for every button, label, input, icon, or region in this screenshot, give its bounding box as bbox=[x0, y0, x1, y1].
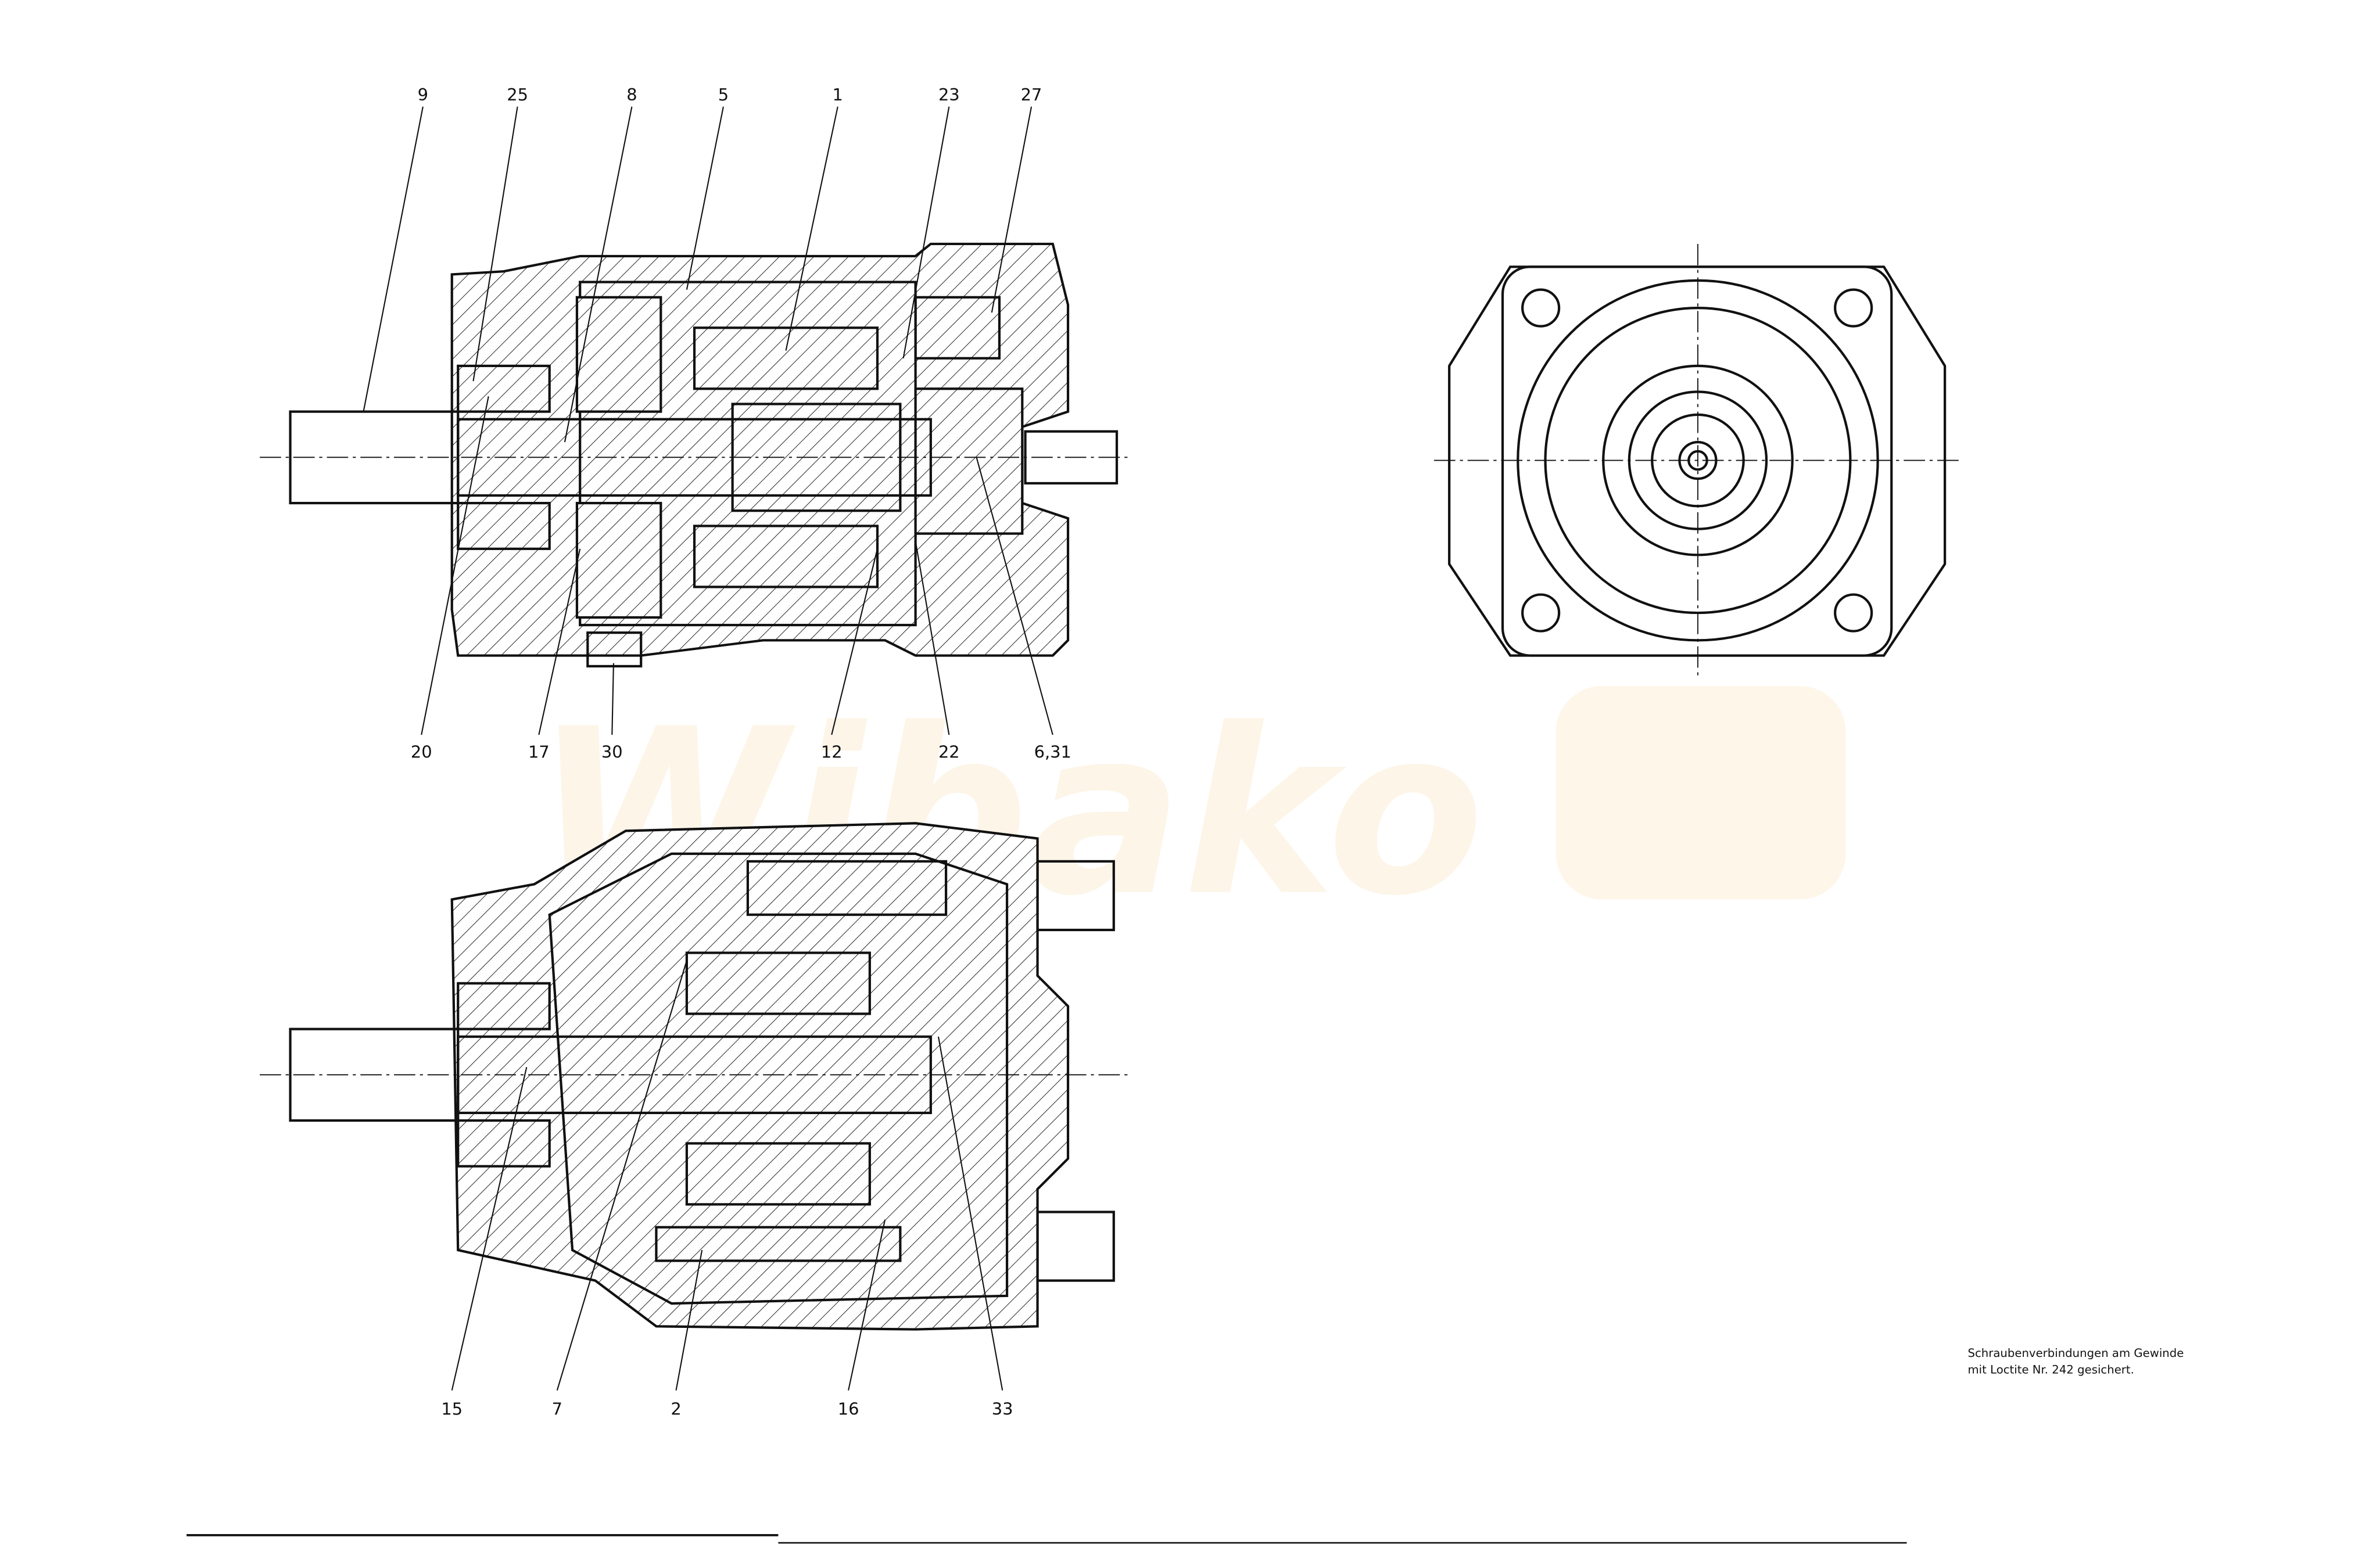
callout-30: 30 bbox=[601, 742, 623, 762]
callout-5: 5 bbox=[718, 85, 729, 105]
callout-9: 9 bbox=[418, 85, 428, 105]
callout-16: 16 bbox=[838, 1399, 859, 1419]
callout-12: 12 bbox=[821, 742, 843, 762]
front-view bbox=[1433, 243, 1960, 678]
callout-20: 20 bbox=[411, 742, 432, 762]
callout-33: 33 bbox=[992, 1399, 1013, 1419]
callout-1: 1 bbox=[833, 85, 843, 105]
bottom-section-view bbox=[260, 822, 1130, 1331]
callout-15: 15 bbox=[441, 1399, 463, 1419]
top-section-view bbox=[260, 242, 1130, 668]
note-line-2: mit Loctite Nr. 242 gesichert. bbox=[1968, 1363, 2134, 1377]
callout-6-31: 6,31 bbox=[1034, 742, 1071, 762]
bottom-view-callouts bbox=[451, 960, 1003, 1391]
callout-27: 27 bbox=[1021, 85, 1042, 105]
callout-22: 22 bbox=[938, 742, 960, 762]
callout-17: 17 bbox=[528, 742, 550, 762]
top-view-callouts bbox=[363, 106, 1053, 735]
callout-8: 8 bbox=[626, 85, 637, 105]
note-line-1: Schraubenverbindungen am Gewinde bbox=[1968, 1346, 2184, 1360]
callout-25: 25 bbox=[507, 85, 528, 105]
callout-23: 23 bbox=[938, 85, 960, 105]
callout-2: 2 bbox=[671, 1399, 681, 1419]
callout-7: 7 bbox=[552, 1399, 562, 1419]
watermark-badge bbox=[1555, 686, 1846, 900]
